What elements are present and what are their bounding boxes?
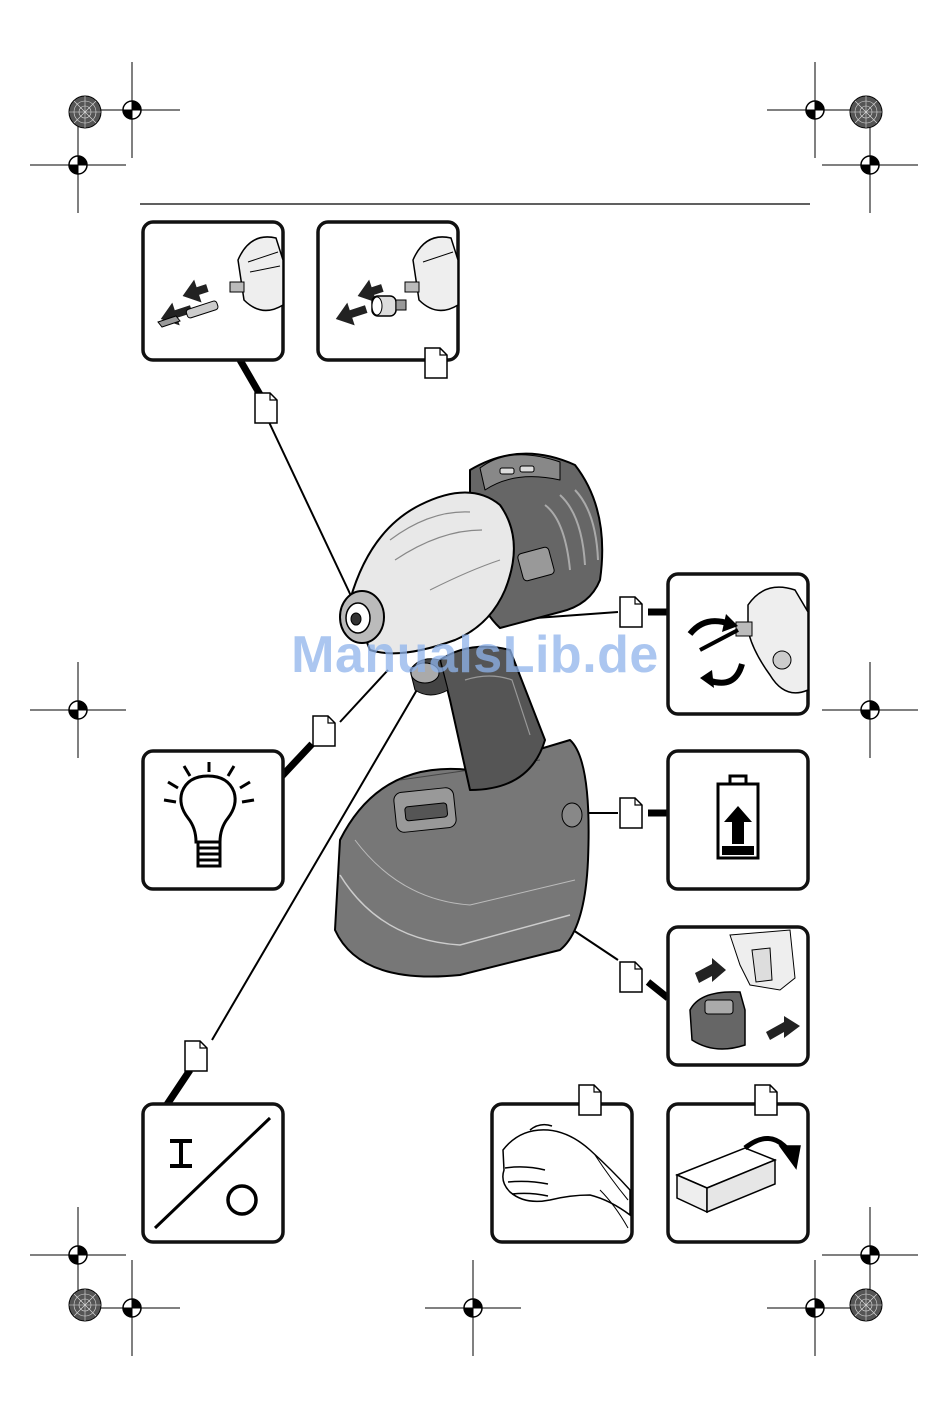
- panel-socket-insert: [318, 222, 458, 378]
- panel-packaging: [668, 1104, 808, 1242]
- watermark: ManualsLib.de: [0, 625, 950, 685]
- panel-bit-insert: [143, 222, 283, 360]
- battery-charge-icon: [718, 776, 758, 858]
- panel-battery-removal: [668, 927, 808, 1065]
- panel-on-off-switch: [143, 1104, 283, 1242]
- impact-driver-illustration: [335, 454, 602, 977]
- panel-hand-grip: [492, 1104, 632, 1242]
- leader-lines: [166, 360, 668, 1106]
- panel-work-light: [143, 751, 283, 889]
- panel-battery-charge: [668, 751, 808, 889]
